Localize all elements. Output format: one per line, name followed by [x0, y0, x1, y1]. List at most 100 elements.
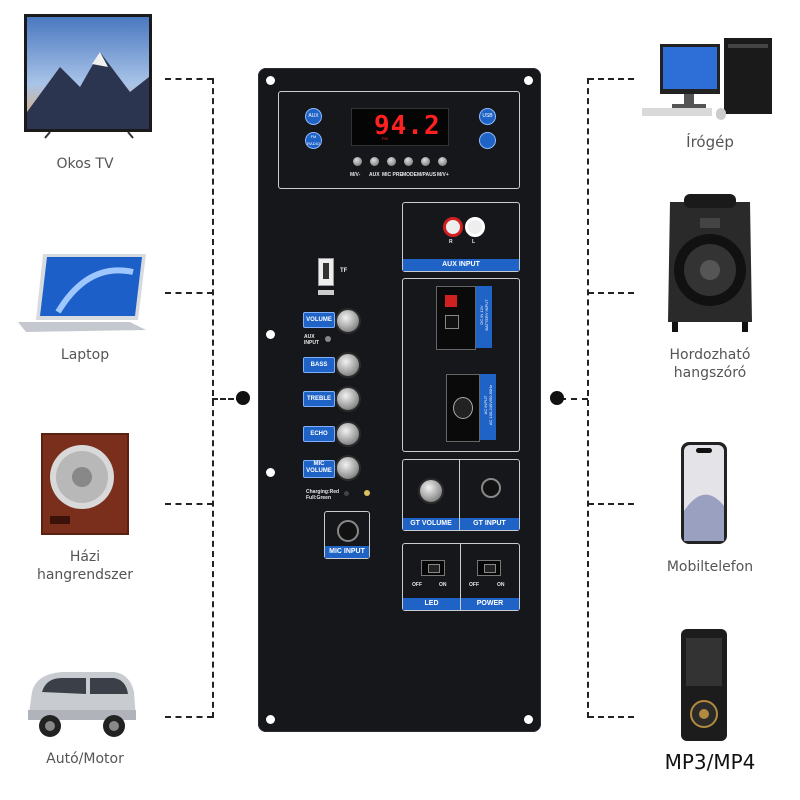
mount-hole — [524, 76, 533, 85]
tf-label: TF — [340, 268, 348, 274]
connector-line — [560, 398, 588, 400]
display-value: 94.2 — [374, 111, 441, 141]
aux-l-jack[interactable] — [465, 217, 485, 237]
connector-line — [165, 78, 213, 80]
mp3-player-icon — [681, 629, 727, 741]
pause-button[interactable] — [421, 157, 430, 166]
gt-input-jack[interactable] — [481, 478, 501, 498]
dc-terminal[interactable] — [436, 286, 476, 350]
led-label: LED — [403, 598, 460, 610]
gt-volume-label: GT VOLUME — [403, 518, 459, 530]
smartphone-icon — [681, 442, 727, 544]
aux-mode-button[interactable] — [370, 157, 379, 166]
device-caption: Laptop — [60, 347, 110, 363]
fm-radio-button[interactable]: FM RADIO — [305, 132, 322, 149]
aux-r-label: R — [449, 239, 453, 245]
mv-minus-button[interactable] — [353, 157, 362, 166]
aux-input-label: AUX INPUT — [403, 259, 519, 271]
smart-tv-icon — [24, 14, 152, 139]
volume-knob[interactable] — [335, 308, 361, 334]
gt-divider — [459, 460, 460, 530]
device-caption: Házi hangrendszer — [36, 549, 134, 583]
ac-label: AC INPUT AC 100-240V/50-60Hz — [483, 384, 493, 426]
bass-label: BASS — [303, 357, 335, 373]
mic-input-label: MIC INPUT — [325, 546, 369, 558]
usb-button[interactable]: USB — [479, 108, 496, 125]
display-module: AUX FM RADIO USB 94.2 FM M/V- AUX MIC PR… — [278, 91, 520, 189]
connector-line — [588, 716, 634, 718]
connector-dot — [236, 391, 250, 405]
amplifier-panel: AUX FM RADIO USB 94.2 FM M/V- AUX MIC PR… — [258, 68, 541, 732]
led-on-label: ON — [439, 582, 447, 588]
device-caption: Okos TV — [56, 156, 114, 172]
aux-input-box: R L AUX INPUT — [402, 202, 520, 272]
gt-input-label: GT INPUT — [460, 518, 519, 530]
mic-pre-button[interactable] — [387, 157, 396, 166]
car-icon — [28, 672, 136, 737]
button-label: M/V- — [350, 172, 361, 178]
mv-plus-button[interactable] — [438, 157, 447, 166]
led-switch[interactable] — [421, 560, 445, 576]
switch-divider — [460, 544, 461, 610]
button-label: M/PAUS — [417, 172, 437, 178]
mic-volume-label: MIC VOLUME — [303, 460, 335, 478]
connector-line — [165, 716, 213, 718]
status-led — [364, 490, 370, 496]
bass-knob[interactable] — [335, 352, 361, 378]
connector-line — [588, 292, 634, 294]
portable-speaker-icon — [668, 194, 752, 332]
aux-l-label: L — [472, 239, 476, 245]
power-input-box: DC IN 12V BATTERY INPUT AC INPUT AC 100-… — [402, 278, 520, 452]
connector-line — [588, 78, 634, 80]
ac-label-strip: AC INPUT AC 100-240V/50-60Hz — [480, 374, 496, 440]
power-on-label: ON — [497, 582, 505, 588]
connector-line — [212, 398, 242, 400]
aux-r-jack[interactable] — [443, 217, 463, 237]
mode-button[interactable] — [404, 157, 413, 166]
bluetooth-button[interactable] — [479, 132, 496, 149]
mount-hole — [266, 76, 275, 85]
connector-dot — [550, 391, 564, 405]
button-label: MIC PRE — [382, 172, 403, 178]
power-label: POWER — [461, 598, 519, 610]
device-caption: MP3/MP4 — [664, 750, 756, 774]
tf-slot[interactable] — [318, 290, 334, 295]
connector-line — [588, 503, 634, 505]
aux-button[interactable]: AUX — [305, 108, 322, 125]
ac-socket[interactable] — [446, 374, 480, 442]
charging-label: Charging:Red Full:Green — [306, 489, 340, 501]
switch-box: OFF ON OFF ON LED POWER — [402, 543, 520, 611]
laptop-icon — [18, 254, 146, 332]
treble-knob[interactable] — [335, 386, 361, 412]
led-display: 94.2 FM — [351, 108, 449, 146]
charging-led — [344, 491, 349, 496]
device-caption: Írógép — [686, 133, 734, 151]
power-off-label: OFF — [469, 582, 479, 588]
volume-label: VOLUME — [303, 312, 335, 328]
mount-hole — [524, 715, 533, 724]
aux-jack[interactable] — [325, 336, 331, 342]
button-label: MODE — [402, 172, 417, 178]
aux-input-side-label: AUX INPUT — [304, 334, 319, 346]
button-label: AUX — [369, 172, 380, 178]
home-speaker-icon — [41, 433, 129, 535]
dc-label: DC IN 12V BATTERY INPUT — [479, 299, 489, 331]
treble-label: TREBLE — [303, 391, 335, 407]
device-caption: Hordozható hangszóró — [669, 347, 751, 381]
mount-hole — [266, 715, 275, 724]
echo-knob[interactable] — [335, 421, 361, 447]
display-sub: FM — [382, 136, 388, 141]
desktop-computer-icon — [642, 38, 772, 120]
usb-port[interactable] — [318, 258, 334, 286]
connector-line — [587, 78, 589, 718]
button-label: M/V+ — [437, 172, 449, 178]
connector-line — [165, 503, 213, 505]
led-off-label: OFF — [412, 582, 422, 588]
mount-hole — [266, 330, 275, 339]
power-switch[interactable] — [477, 560, 501, 576]
device-caption: Autó/Motor — [46, 751, 124, 767]
echo-label: ECHO — [303, 426, 335, 442]
mic-volume-knob[interactable] — [335, 455, 361, 481]
mic-jack[interactable] — [337, 520, 359, 542]
gt-volume-knob[interactable] — [418, 478, 444, 504]
